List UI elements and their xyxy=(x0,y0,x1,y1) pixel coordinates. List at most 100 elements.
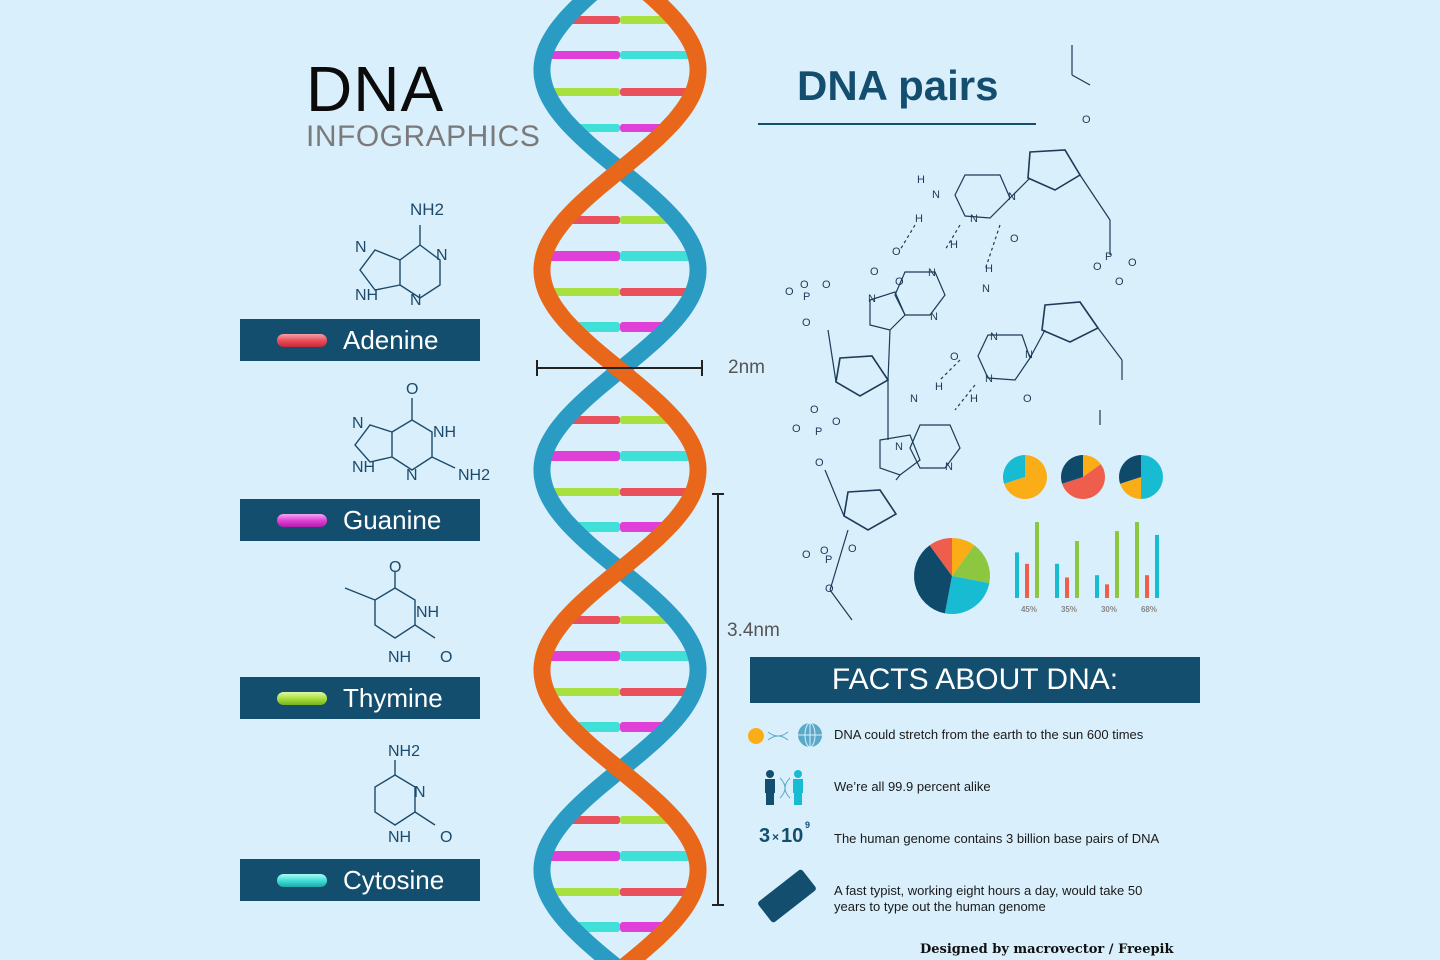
atom-label: O xyxy=(1115,276,1124,288)
svg-text:NH2: NH2 xyxy=(410,200,444,219)
atom-label: O xyxy=(832,416,841,428)
bar xyxy=(1035,522,1039,598)
bar xyxy=(1025,563,1029,598)
atom-label: N xyxy=(910,393,918,405)
atom-label: N xyxy=(985,373,993,385)
svg-text:NH: NH xyxy=(416,604,439,621)
base-rung xyxy=(620,651,696,659)
base-rung xyxy=(620,51,696,59)
bar-label: 68% xyxy=(1141,605,1157,614)
fact-item: We’re all 99.9 percent alike xyxy=(834,779,991,794)
atom-label: O xyxy=(802,549,811,561)
atom-label: N xyxy=(895,441,903,453)
bar xyxy=(1135,522,1139,598)
svg-text:3: 3 xyxy=(759,825,770,847)
svg-text:NH: NH xyxy=(355,287,378,304)
sun-dna-earth-icon xyxy=(748,722,822,748)
credit: Designed by macrovector / Freepik xyxy=(920,942,1174,957)
base-rung xyxy=(564,616,620,624)
bar xyxy=(1115,531,1119,598)
atom-label: O xyxy=(892,246,901,258)
base-rung xyxy=(620,251,696,259)
base-rung xyxy=(546,688,620,696)
atom-label: N xyxy=(1025,349,1033,361)
base-rung xyxy=(620,816,676,824)
title-underline xyxy=(758,123,1036,125)
atom-label: H xyxy=(917,174,925,186)
base-rung xyxy=(620,451,696,459)
svg-text:O: O xyxy=(389,559,401,576)
svg-text:NH: NH xyxy=(388,829,411,846)
dna-helix xyxy=(533,0,707,960)
keyboard-icon xyxy=(758,869,816,923)
base-rung xyxy=(546,888,620,896)
svg-text:O: O xyxy=(440,829,452,846)
atom-label: O xyxy=(815,457,824,469)
atom-label: N xyxy=(932,189,940,201)
pie-slice xyxy=(929,538,952,576)
atom-label: O xyxy=(802,317,811,329)
base-label-guanine: Guanine xyxy=(240,499,480,541)
bar xyxy=(1145,575,1149,598)
subtitle: INFOGRAPHICS xyxy=(306,120,541,153)
atom-label: O xyxy=(950,351,959,363)
bar xyxy=(1105,584,1109,598)
atom-label: P xyxy=(803,291,810,303)
base-rung xyxy=(564,216,620,224)
pie-slice xyxy=(952,538,975,576)
svg-text:N: N xyxy=(414,784,426,801)
base-rung xyxy=(544,651,620,659)
width-label: 2nm xyxy=(728,357,765,378)
svg-text:NH2: NH2 xyxy=(458,467,490,484)
atom-label: H xyxy=(915,213,923,225)
strand-a xyxy=(533,0,707,960)
atom-label: O xyxy=(820,545,829,557)
pie-slice xyxy=(1061,455,1083,484)
atom-label: N xyxy=(945,461,953,473)
guanine-structure: O N NH NH N NH2 xyxy=(352,381,490,484)
bar xyxy=(1075,541,1079,598)
atom-label: H xyxy=(935,381,943,393)
bar-label: 45% xyxy=(1021,605,1037,614)
pie-slice xyxy=(1004,455,1047,499)
cytosine-structure: NH2 N NH O xyxy=(374,743,452,846)
svg-text:N: N xyxy=(406,467,418,484)
atom-label: N xyxy=(930,311,938,323)
base-structures: NH2 N N NH N O N NH NH N NH2 O NH NH O N… xyxy=(344,200,490,846)
pie-slice xyxy=(944,576,990,614)
thymine-pill xyxy=(277,691,327,705)
svg-text:N: N xyxy=(355,239,367,256)
atom-label: O xyxy=(1010,233,1019,245)
base-rung xyxy=(620,488,694,496)
mini-charts: 45%35%30%68% xyxy=(914,455,1163,614)
base-label-thymine: Thymine xyxy=(240,677,480,719)
base-rung xyxy=(620,688,694,696)
base-rung xyxy=(544,451,620,459)
guanine-label: Guanine xyxy=(343,504,442,535)
base-rung xyxy=(620,288,694,296)
pitch-label: 3.4nm xyxy=(727,620,780,641)
base-label-adenine: Adenine xyxy=(240,319,480,361)
atom-label: N xyxy=(970,213,978,225)
pie-slice xyxy=(1119,455,1141,484)
atom-label: P xyxy=(825,554,832,566)
cytosine-pill xyxy=(277,873,327,887)
atom-label: O xyxy=(1093,261,1102,273)
atom-label: O xyxy=(792,423,801,435)
bar-label: 35% xyxy=(1061,605,1077,614)
cytosine-label: Cytosine xyxy=(343,864,445,895)
bar xyxy=(1015,552,1019,598)
dna-pairs-title: DNA pairs xyxy=(797,62,999,109)
atom-label: N xyxy=(868,293,876,305)
atom-label: O xyxy=(895,276,904,288)
svg-text:NH: NH xyxy=(433,424,456,441)
adenine-structure: NH2 N N NH N xyxy=(355,200,448,309)
atom-label: O xyxy=(800,279,809,291)
base-rung xyxy=(564,416,620,424)
base-rung xyxy=(620,216,676,224)
pie-slice xyxy=(1120,477,1141,499)
base-rung xyxy=(620,616,676,624)
thymine-structure: O NH NH O xyxy=(344,559,452,666)
